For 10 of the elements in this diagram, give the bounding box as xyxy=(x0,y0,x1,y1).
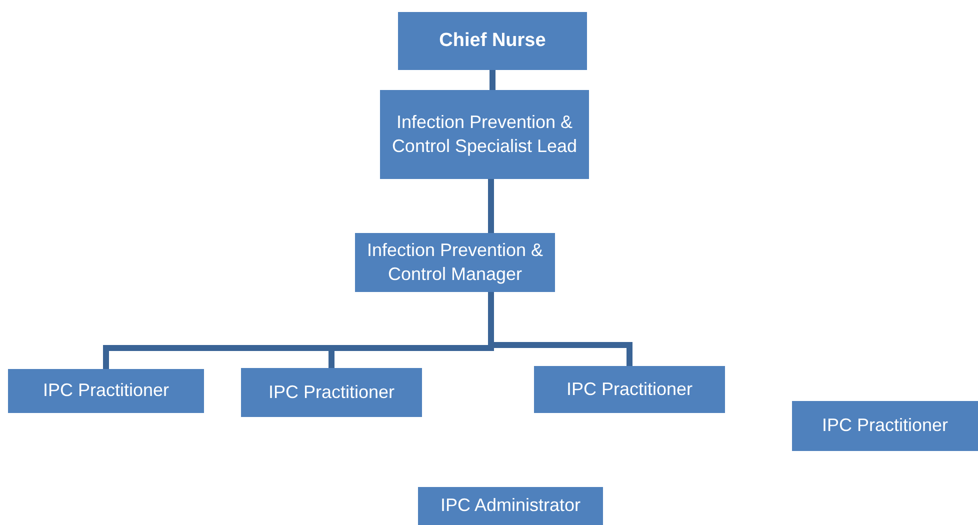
org-box: Infection Prevention & Control Specialist Lead xyxy=(380,90,589,179)
org-box: IPC Practitioner xyxy=(241,368,422,417)
org-box: Infection Prevention & Control Manager xyxy=(355,233,555,292)
org-box: IPC Administrator xyxy=(418,487,603,525)
org-box: IPC Practitioner xyxy=(792,401,978,451)
connector-line xyxy=(488,179,494,233)
org-box: IPC Practitioner xyxy=(8,369,204,413)
connector-line xyxy=(490,70,496,90)
org-box: IPC Practitioner xyxy=(534,366,725,413)
org-box: Chief Nurse xyxy=(398,12,587,70)
